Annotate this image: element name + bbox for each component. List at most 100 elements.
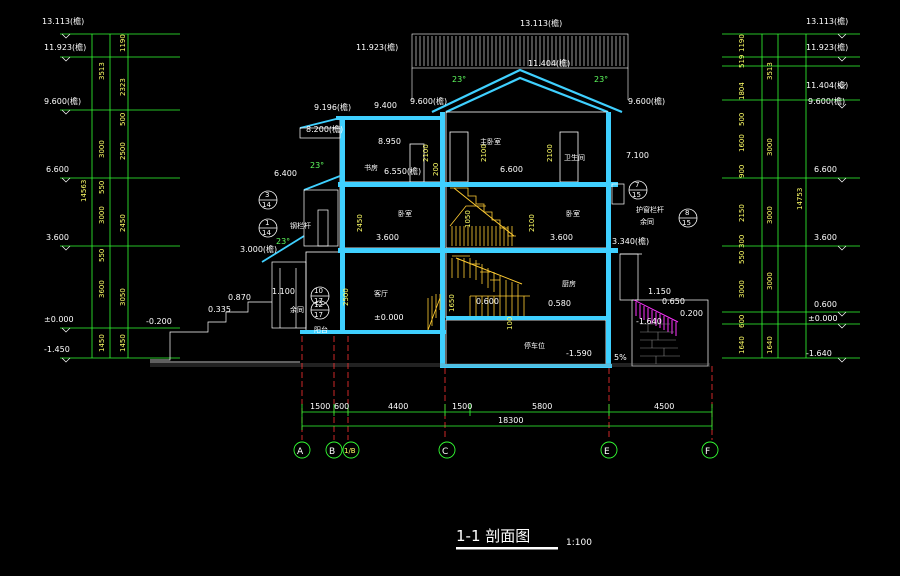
room-garage: 停车位 [524,341,545,350]
left-elev-6600: 6.600 [46,165,69,174]
label-3600-left: 3.600 [376,233,399,242]
right-dim-1640b: 1640 [766,336,774,354]
callout-1-bottom: 14 [262,201,271,209]
right-dim-900: 900 [738,165,746,178]
right-elev-6600: 6.600 [814,165,837,174]
bottom-dimension-lines [301,404,713,430]
left-dim-2450: 2450 [119,214,127,232]
label-dim-2500: 2500 [342,288,350,306]
room-living: 客厅 [374,289,388,298]
left-elev-9600: 9.600(檐) [44,96,81,106]
label-6550: 6.550(檐) [384,166,421,176]
dim-600: 600 [334,402,349,411]
dim-4500: 4500 [654,402,674,411]
left-eaves [261,117,341,263]
left-dim-550b: 550 [98,249,106,262]
title-underline [456,547,558,550]
left-ground-steps [150,301,300,363]
label-8950: 8.950 [378,137,401,146]
right-dim-14753: 14753 [796,188,804,210]
bottom-dims: 1500 600 4400 1500 5800 4500 18300 [310,402,674,425]
left-dim-2500: 2500 [119,142,127,160]
axis-label-E: E [604,447,610,457]
right-dim-3513: 3513 [766,62,774,80]
axis-bubbles [293,441,719,459]
left-dim-3600: 3600 [98,280,106,298]
axis-label-1B: 1/B [344,447,356,455]
callout-4-top: 12 [314,301,323,309]
right-dim-2150: 2150 [738,204,746,222]
stairs [427,187,530,331]
dim-1500b: 1500 [452,402,472,411]
label-dim-200: 200 [432,163,440,176]
label-3340: 3.340(檐) [612,236,649,246]
label-m0200: -0.200 [146,317,172,326]
label-dim-2100c: 2100 [546,144,554,162]
room-kitchen: 厨房 [562,279,576,288]
label-angle-porch: 23° [310,161,324,170]
label-0600: 0.600 [476,297,499,306]
label-9600-right: 9.600(檐) [628,96,665,106]
label-6600: 6.600 [500,165,523,174]
left-elevation-markers [61,33,71,363]
drawing-title: 1-1 剖面图 [456,527,530,545]
room-bathroom: 卫生间 [564,153,585,162]
left-dim-3050: 3050 [119,288,127,306]
callout-5-top: 7 [635,181,639,189]
right-elev-11404: 11.404(檐) [806,80,848,90]
room-balcony: 阳台 [314,325,328,334]
label-8200: 8.200(檐) [306,124,343,134]
label-dim-1650: 1650 [448,294,456,312]
label-0335: 0.335 [208,305,231,314]
right-segment-dims: 1190 519 1804 500 1600 900 2150 300 550 … [738,34,804,354]
right-elev-0600: 0.600 [814,300,837,309]
roof-gable [431,68,623,114]
roof-tiles [411,33,629,100]
callout-symbols [258,180,698,320]
right-dim-519: 519 [738,55,746,68]
label-0000: ±0.000 [374,313,404,322]
label-0200: 0.200 [680,309,703,318]
label-9400: 9.400 [374,101,397,110]
right-dim-550: 550 [738,251,746,264]
callout-2-top: 1 [265,219,269,227]
label-dim-2100d: 2100 [528,214,536,232]
callout-1-top: 3 [265,191,269,199]
drawing-scale: 1:100 [566,538,592,548]
left-porch [271,127,341,329]
right-stone-wall [640,323,680,364]
left-elevation-scale [60,33,180,359]
right-dim-1190: 1190 [738,34,746,52]
label-dim-2450: 2450 [356,214,364,232]
left-elev-11923: 11.923(檐) [44,42,86,52]
callout-3-bottom: 17 [314,297,323,305]
left-elev-13113: 13.113(檐) [42,16,84,26]
callout-5-bottom: 15 [632,191,641,199]
label-ridge-11404: 11.404(檐) [528,58,570,68]
left-dim-3513: 3513 [98,62,106,80]
label-dim-100: 100 [506,317,514,330]
right-dim-600: 600 [738,315,746,328]
room-bedroom-2: 卧室 [566,209,580,218]
right-elev-0000: ±0.000 [808,314,838,323]
note-window-railing: 护窗栏杆 [636,205,664,214]
right-elevation-scale [722,33,860,359]
label-1150: 1.150 [648,287,671,296]
right-elevation-markers [837,33,847,363]
left-dim-2323: 2323 [119,78,127,96]
label-9196: 9.196(檐) [314,102,351,112]
right-dim-1640a: 1640 [738,336,746,354]
right-elev-13113: 13.113(檐) [806,16,848,26]
note-left-same: 余同 [290,305,304,314]
right-dim-1804: 1804 [738,82,746,100]
note-steel-railing: 钢栏杆 [290,221,311,230]
callout-text: 3 14 1 14 10 17 12 17 7 15 8 15 [262,181,691,319]
label-3600-right: 3.600 [550,233,573,242]
right-dim-3000b: 3000 [766,206,774,224]
left-dim-1450b: 1450 [119,334,127,352]
dim-total-18300: 18300 [498,416,523,425]
dim-5800: 5800 [532,402,552,411]
label-6400: 6.400 [274,169,297,178]
right-railing [633,299,679,336]
room-study: 书房 [364,163,378,172]
